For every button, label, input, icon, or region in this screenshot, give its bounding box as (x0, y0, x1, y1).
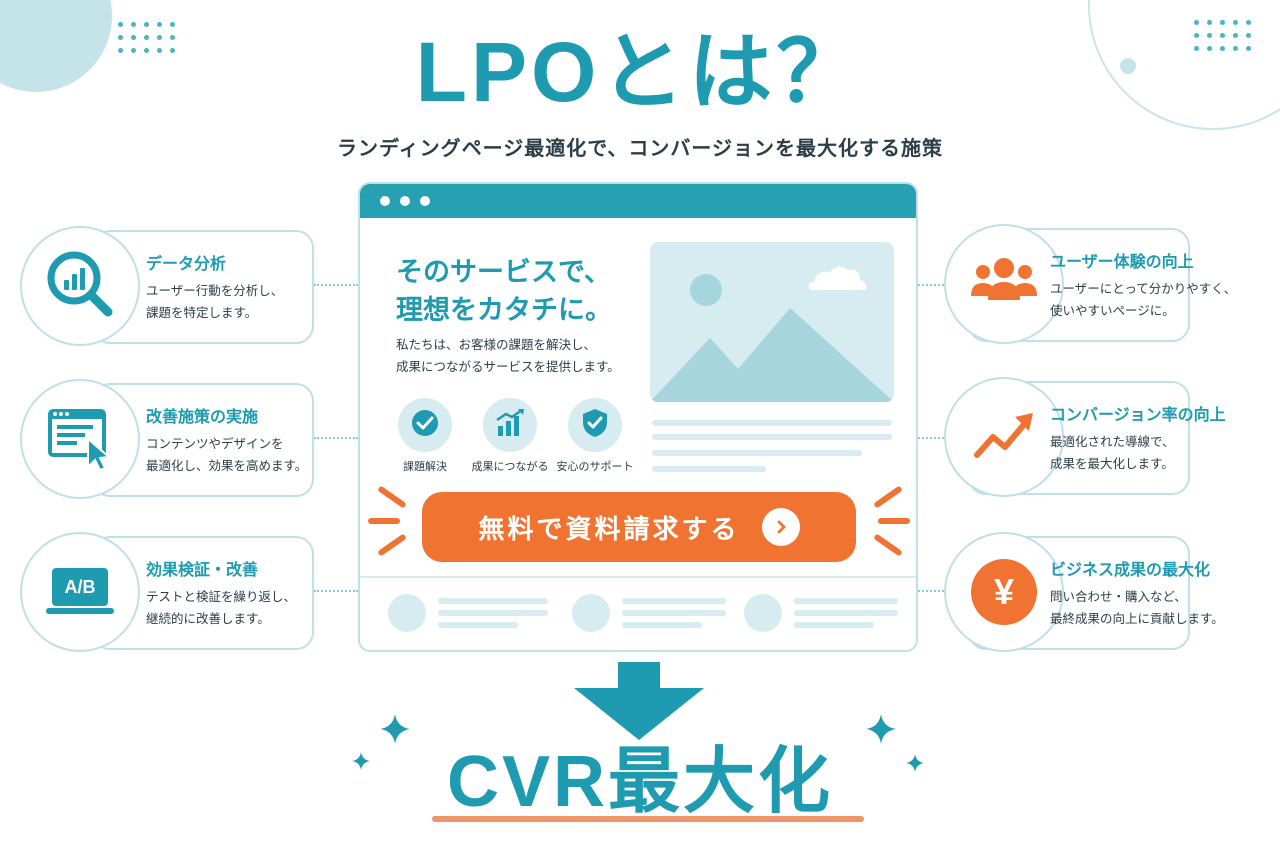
card-title: データ分析 (146, 254, 227, 273)
connector-line (918, 284, 948, 286)
window-dot (420, 196, 430, 206)
ab-test-laptop-icon: A/B (42, 554, 118, 630)
down-arrow-icon (574, 662, 704, 746)
text-placeholder-line (438, 622, 518, 628)
sparkle-icon (352, 752, 370, 774)
decorative-dot (1120, 58, 1136, 74)
growth-arrow-icon (969, 405, 1039, 469)
webpage-cursor-icon (42, 399, 118, 479)
card-icon-circle: A/B (20, 532, 140, 652)
sparkle-icon (866, 714, 896, 748)
feature-label: 安心のサポート (556, 460, 634, 473)
yen-icon: ¥ (971, 559, 1037, 625)
text-placeholder-line (794, 622, 874, 628)
text-placeholder-line (652, 466, 766, 472)
connector-line (314, 284, 358, 286)
hero-title: そのサービスで、 理想をカタチに。 (396, 257, 612, 326)
yen-symbol: ¥ (993, 571, 1015, 612)
users-group-icon (969, 252, 1039, 316)
decorative-dot-grid (118, 22, 175, 53)
connector-line (314, 437, 358, 439)
analytics-magnifier-icon (42, 246, 118, 326)
card-verification: A/B 効果検証・改善 テストと検証を繰り返し、 継続的に改善します。 (0, 532, 1280, 652)
feature-icon-circle (483, 398, 537, 452)
decorative-dot-grid (1194, 20, 1251, 51)
footer-placeholder-circle (388, 594, 426, 632)
connector-line (314, 590, 358, 592)
feature-label: 課題解決 (403, 460, 447, 473)
sparkle-icon (906, 754, 924, 776)
card-description: コンテンツやデザインを 最適化し、効果を高めます。 (146, 436, 308, 473)
window-dot (400, 196, 410, 206)
card-business-result: ¥ ビジネス成果の最大化 問い合わせ・購入など、 最終成果の向上に貢献します。 (0, 532, 1280, 652)
browser-title-bar (360, 184, 916, 218)
card-title: 効果検証・改善 (146, 560, 259, 579)
card-description: 問い合わせ・購入など、 最終成果の向上に貢献します。 (1050, 589, 1224, 626)
cta-label: 無料で資料請求する (478, 514, 740, 545)
card-title: コンバージョン率の向上 (1050, 405, 1226, 424)
hero-text: 私たちは、お客様の課題を解決し、 成果につながるサービスを提供します。 (396, 337, 620, 374)
text-placeholder-line (652, 434, 892, 440)
result-underline (432, 816, 864, 822)
card-icon-circle (20, 379, 140, 499)
chevron-right-icon (761, 508, 800, 546)
card-icon-circle (944, 377, 1064, 497)
landing-page-mockup: そのサービスで、 理想をカタチに。 私たちは、お客様の課題を解決し、 成果につな… (358, 182, 918, 652)
ab-label: A/B (64, 577, 96, 597)
spark-line (878, 518, 910, 524)
text-placeholder-line (794, 598, 898, 604)
connector-line (918, 437, 948, 439)
text-placeholder-line (622, 610, 726, 616)
card-conversion-rate: コンバージョン率の向上 最適化された導線で、 成果を最大化します。 (0, 377, 1280, 497)
card-improvement: 改善施策の実施 コンテンツやデザインを 最適化し、効果を高めます。 (0, 379, 1280, 499)
card-title: ビジネス成果の最大化 (1050, 560, 1211, 579)
card-icon-circle: ¥ (944, 532, 1064, 652)
shield-check-icon (581, 407, 609, 443)
card-icon-circle (20, 226, 140, 346)
feature-icon-circle (398, 398, 452, 452)
spark-line (368, 518, 400, 524)
check-badge-icon (410, 408, 440, 442)
card-description: ユーザーにとって分かりやすく、 使いやすいページに。 (1050, 281, 1237, 318)
card-icon-circle (944, 224, 1064, 344)
text-placeholder-line (622, 622, 702, 628)
hero-image-placeholder (650, 242, 894, 402)
text-placeholder-line (622, 598, 726, 604)
text-placeholder-line (652, 450, 862, 456)
connector-line (918, 590, 948, 592)
text-placeholder-line (438, 598, 548, 604)
bar-growth-icon (494, 408, 526, 442)
feature-label: 成果につながる (471, 460, 549, 473)
card-title: ユーザー体験の向上 (1050, 252, 1194, 271)
result-title: CVR最大化 (446, 742, 834, 822)
card-description: 最適化された導線で、 成果を最大化します。 (1050, 434, 1175, 471)
card-user-experience: ユーザー体験の向上 ユーザーにとって分かりやすく、 使いやすいページに。 (0, 224, 1280, 344)
section-divider (360, 576, 916, 578)
feature-icon-circle (568, 398, 622, 452)
footer-placeholder-circle (744, 594, 782, 632)
card-title: 改善施策の実施 (146, 407, 259, 426)
text-placeholder-line (438, 610, 548, 616)
text-placeholder-line (794, 610, 898, 616)
window-dot (380, 196, 390, 206)
footer-placeholder-circle (572, 594, 610, 632)
page-subtitle: ランディングページ最適化で、コンバージョンを最大化する施策 (337, 136, 943, 160)
page-title: LPOとは？ (415, 25, 865, 119)
card-data-analysis: データ分析 ユーザー行動を分析し、 課題を特定します。 (0, 226, 1280, 346)
card-description: ユーザー行動を分析し、 課題を特定します。 (146, 283, 284, 320)
card-description: テストと検証を繰り返し、 継続的に改善します。 (146, 589, 297, 626)
text-placeholder-line (652, 420, 892, 426)
cta-request-button[interactable]: 無料で資料請求する (422, 492, 856, 562)
sparkle-icon (380, 714, 410, 748)
